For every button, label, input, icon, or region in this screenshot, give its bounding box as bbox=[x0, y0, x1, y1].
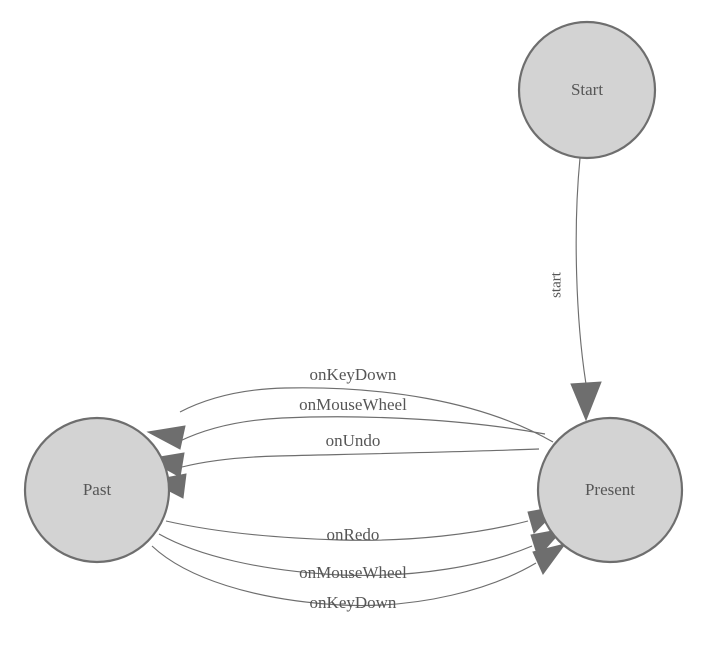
edge-start-to-present-arrowhead bbox=[570, 381, 602, 422]
edge-present-to-past-keydown-path bbox=[179, 387, 554, 443]
edge-present-to-past-undo[interactable]: onUndo bbox=[148, 431, 540, 499]
edge-past-to-present-keydown[interactable]: onKeyDown bbox=[151, 543, 567, 612]
edge-present-to-past-keydown-arrowhead bbox=[146, 425, 186, 450]
edge-present-to-past-undo-label: onUndo bbox=[326, 431, 381, 450]
edge-present-to-past-undo-path bbox=[181, 448, 540, 468]
node-start-label: Start bbox=[571, 80, 603, 99]
edge-past-to-present-mousewheel-label: onMouseWheel bbox=[299, 563, 407, 582]
edge-past-to-present-redo-label: onRedo bbox=[327, 525, 380, 544]
edge-start-to-present[interactable]: start bbox=[548, 157, 602, 422]
edge-past-to-present-mousewheel-path bbox=[158, 533, 533, 576]
node-past-circle bbox=[23, 416, 171, 564]
edge-past-to-present-keydown-arrowhead bbox=[532, 543, 567, 575]
node-start[interactable]: Start bbox=[517, 20, 657, 160]
edge-start-to-present-path bbox=[575, 157, 587, 385]
node-present-label: Present bbox=[585, 480, 635, 499]
edge-past-to-present-redo-path bbox=[165, 520, 529, 541]
node-present[interactable]: Present bbox=[536, 416, 684, 564]
edge-past-to-present-keydown-path bbox=[151, 545, 537, 607]
edge-present-to-past-keydown[interactable]: onKeyDown bbox=[146, 365, 554, 450]
edge-past-to-present-redo[interactable]: onRedo bbox=[165, 505, 563, 544]
edge-past-to-present-keydown-label: onKeyDown bbox=[310, 593, 397, 612]
node-start-circle bbox=[517, 20, 657, 160]
edge-present-to-past-mousewheel-path bbox=[179, 416, 546, 442]
node-past-label: Past bbox=[83, 480, 112, 499]
node-past[interactable]: Past bbox=[23, 416, 171, 564]
edge-present-to-past-keydown-label: onKeyDown bbox=[310, 365, 397, 384]
edge-start-to-present-label: start bbox=[548, 271, 564, 298]
edge-present-to-past-mousewheel-label: onMouseWheel bbox=[299, 395, 407, 414]
node-present-circle bbox=[536, 416, 684, 564]
